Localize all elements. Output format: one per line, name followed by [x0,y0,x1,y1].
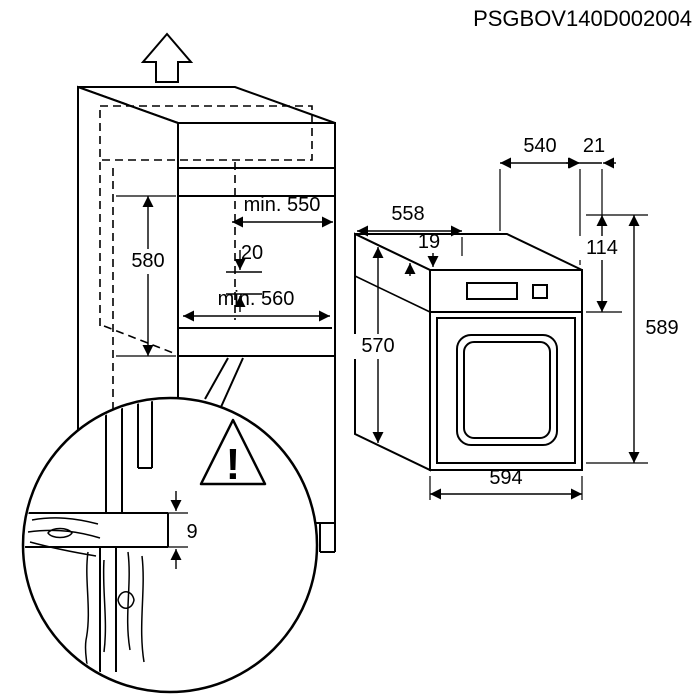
warning-exclamation: ! [226,440,241,489]
wood-grain [27,517,145,673]
dim-total-height: 589 [645,317,678,339]
hidden-edges [99,105,313,430]
dim-side-height: 570 [361,335,394,357]
detail-callout: 9 ! [21,357,319,694]
dim-width: 594 [489,467,522,489]
panel-joint-section [25,400,188,673]
dim-panel-height: 114 [586,237,618,259]
dim-panel-gap: 9 [186,521,197,543]
dim-top-depth: 540 [523,135,556,157]
dim-body-depth: 558 [391,203,424,225]
oven-display [466,282,518,300]
dim-niche-width: min. 560 [218,288,295,310]
product-code: PSGBOV140D002004 [473,6,692,31]
dim-front-overhang: 21 [583,135,605,157]
dim-niche-depth: min. 550 [244,194,321,216]
oven-door [436,317,576,464]
dim-top-clearance: 19 [418,231,440,253]
detail-circle [21,396,319,694]
dim-rear-gap: 20 [241,242,263,264]
dim-niche-height: 580 [131,250,164,272]
warning-icon: ! [199,418,267,489]
cabinet-dimensions [116,195,333,357]
up-arrow-icon [140,32,194,83]
gap-dimension-lines [168,512,188,548]
oven-window [456,334,558,446]
oven-knob [532,284,548,299]
oven-dimensions [352,157,648,500]
